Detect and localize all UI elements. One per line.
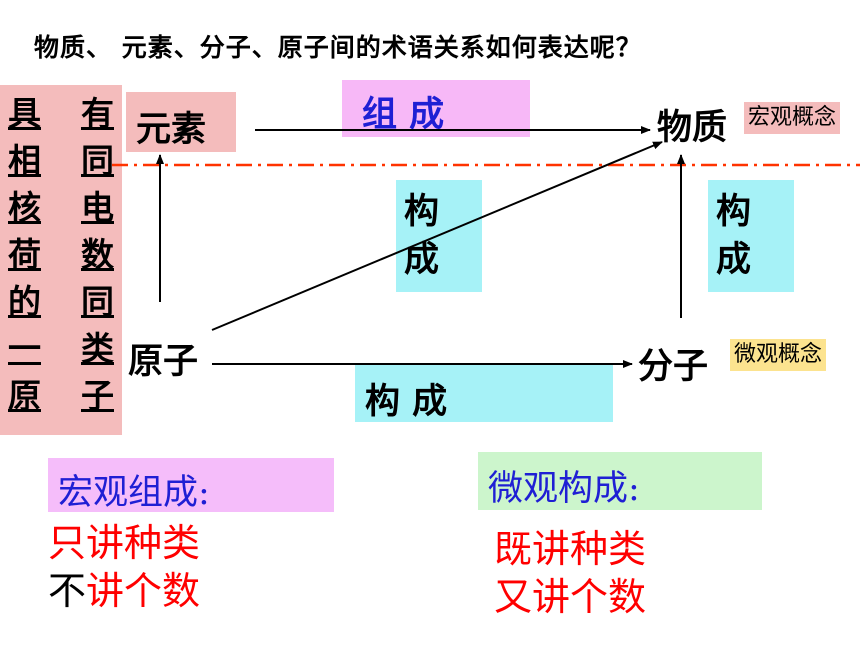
page-title: 物质、 元素、分子、原子间的术语关系如何表达呢？ bbox=[34, 33, 642, 62]
side-row: 原子 bbox=[8, 376, 114, 415]
macro-line-2-red: 讲个数 bbox=[86, 569, 201, 613]
matter-node: 物质 bbox=[657, 108, 728, 148]
side-row: 相同 bbox=[8, 141, 114, 180]
macro-composition-label: 宏观组成: bbox=[58, 473, 210, 513]
element-node: 元素 bbox=[126, 92, 236, 152]
side-row: 荷数 bbox=[8, 235, 114, 274]
micro-concept-tag: 微观概念 bbox=[730, 339, 827, 371]
macro-line-2: 不讲个数 bbox=[48, 568, 200, 614]
constitute-mid-box: 构 成 bbox=[396, 180, 482, 292]
side-row: 核电 bbox=[8, 188, 114, 227]
molecule-node: 分子 bbox=[638, 347, 709, 387]
element-label: 元素 bbox=[136, 110, 207, 150]
constitute-right-char1: 构 bbox=[716, 192, 752, 232]
compose-label: 组 成 bbox=[362, 95, 445, 135]
constitute-bottom-box: 构 成 bbox=[355, 365, 613, 422]
arrow-atom-to-matter bbox=[211, 141, 663, 331]
micro-line-1: 既讲种类 bbox=[494, 527, 647, 571]
micro-line-2: 又讲个数 bbox=[494, 575, 647, 619]
constitute-right-box: 构 成 bbox=[708, 180, 794, 292]
atom-node: 原子 bbox=[128, 342, 199, 382]
compose-box: 组 成 bbox=[342, 80, 530, 137]
macro-concept-tag: 宏观概念 bbox=[744, 102, 841, 134]
micro-composition-label: 微观构成: bbox=[488, 469, 640, 509]
macro-line-2-black: 不 bbox=[48, 569, 87, 613]
constitute-bottom-label: 构 成 bbox=[365, 382, 448, 422]
macro-composition-box: 宏观组成: bbox=[48, 458, 334, 513]
side-row: 具有 bbox=[8, 94, 114, 133]
side-row: 一类 bbox=[8, 329, 114, 368]
constitute-right-char2: 成 bbox=[716, 240, 752, 280]
side-definition-box: 具有 相同 核电 荷数 的同 一类 原子 bbox=[0, 85, 122, 435]
micro-composition-box: 微观构成: bbox=[478, 452, 762, 510]
constitute-mid-char1: 构 bbox=[404, 192, 440, 232]
side-row: 的同 bbox=[8, 282, 114, 321]
macro-line-1: 只讲种类 bbox=[48, 521, 201, 565]
